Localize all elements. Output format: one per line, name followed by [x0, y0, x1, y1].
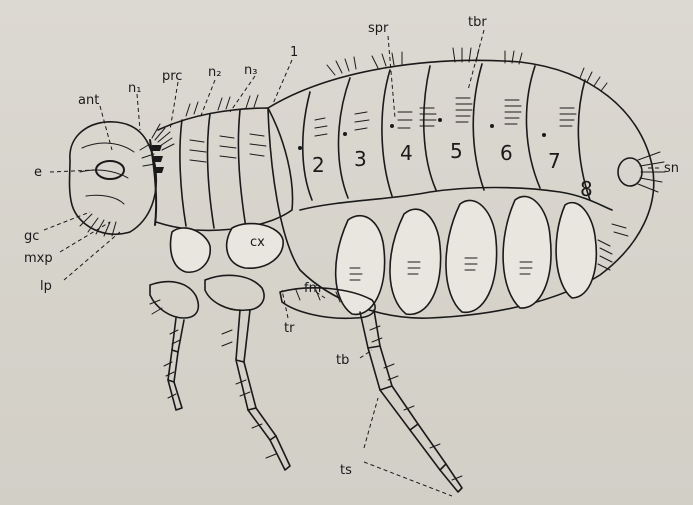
label-cx: cx [250, 235, 265, 250]
segment-number-3: 3 [354, 147, 367, 171]
sternite-plates [336, 196, 597, 314]
label-ant: ant [78, 93, 99, 108]
label-n2: n₂ [208, 65, 221, 80]
label-spr: spr [368, 21, 389, 36]
segment-number-2: 2 [312, 153, 325, 177]
segment-number-7: 7 [548, 149, 561, 173]
label-n3: n₃ [244, 63, 257, 78]
label-lp: lp [40, 279, 52, 294]
label-tr: tr [284, 321, 295, 336]
segment-numbers: 2 3 4 5 6 7 8 [312, 139, 593, 201]
label-prc: prc [162, 69, 182, 84]
label-fm: fm [304, 281, 321, 296]
label-e: e [34, 165, 42, 180]
label-tergite-1: 1 [290, 45, 298, 60]
segment-number-4: 4 [400, 141, 413, 165]
tergite-boundaries [303, 64, 590, 200]
sensilium [618, 152, 665, 192]
segment-number-6: 6 [500, 141, 513, 165]
segment-number-5: 5 [450, 139, 463, 163]
label-gc: gc [24, 229, 39, 244]
label-ts: ts [340, 463, 352, 478]
segment-number-8: 8 [580, 177, 593, 201]
label-tbr: tbr [468, 15, 487, 30]
middle-leg [205, 275, 290, 470]
coxae [171, 224, 284, 273]
pronotal-comb [150, 124, 174, 225]
label-mxp: mxp [24, 251, 53, 266]
head-inner [80, 143, 134, 204]
head-bristles [80, 144, 155, 236]
fore-leg [150, 282, 198, 410]
label-sn: sn [664, 161, 679, 176]
label-n1: n₁ [128, 81, 141, 96]
label-tb: tb [336, 353, 349, 368]
